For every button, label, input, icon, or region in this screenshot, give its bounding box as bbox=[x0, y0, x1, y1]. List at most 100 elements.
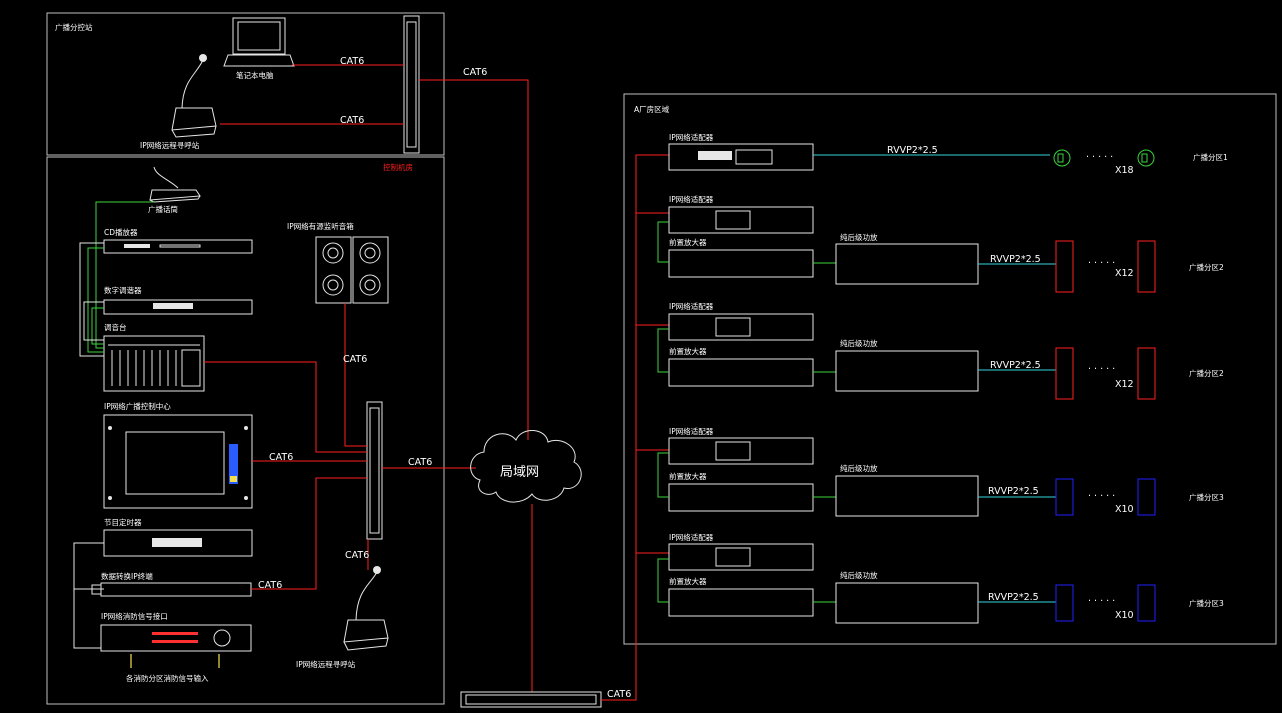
power-amp-label-3: 纯后级功放 bbox=[840, 463, 878, 473]
cable-label-6: CAT6 bbox=[258, 580, 282, 591]
broadcast-mic-icon bbox=[149, 166, 201, 203]
adapter-label-4: IP网络适配器 bbox=[669, 426, 714, 436]
cable-label-1: CAT6 bbox=[340, 56, 364, 67]
adapter-2 bbox=[668, 206, 814, 234]
broadcast-mic-label: 广播话筒 bbox=[148, 204, 178, 214]
paging-mic-top-label: IP网络远程寻呼站 bbox=[140, 140, 200, 150]
column-speaker-4b-icon bbox=[1137, 478, 1156, 516]
audio-adapter-preamp-1 bbox=[657, 221, 669, 263]
data-terminal-label: 数据转换IP终端 bbox=[101, 571, 153, 581]
program-timer-label: 节目定时器 bbox=[104, 517, 142, 527]
preamp-label-3: 前置放大器 bbox=[669, 471, 707, 481]
count-4: X10 bbox=[1115, 504, 1134, 515]
cable-mixer-switch bbox=[204, 361, 367, 453]
monitor-speaker-icon bbox=[315, 236, 389, 304]
lan-label: 局域网 bbox=[500, 465, 539, 480]
adapter-label-2: IP网络适配器 bbox=[669, 194, 714, 204]
preamp-3 bbox=[668, 483, 814, 512]
audio-tuner-mixer bbox=[91, 307, 104, 345]
audio-cd-mixer-2 bbox=[79, 242, 104, 357]
horn-speaker-1-icon bbox=[1053, 149, 1071, 167]
area-a-frame bbox=[623, 93, 1277, 645]
cable-label-5: CAT6 bbox=[269, 452, 293, 463]
laptop-icon bbox=[223, 17, 295, 67]
power-amp-label-2: 纯后级功放 bbox=[840, 338, 878, 348]
audio-adapter-preamp-2 bbox=[657, 328, 669, 373]
box-speaker-2b-icon bbox=[1137, 240, 1156, 293]
cable-label-2: CAT6 bbox=[340, 115, 364, 126]
power-amp-4 bbox=[835, 582, 979, 624]
rvvp-label-4: RVVP2*2.5 bbox=[988, 486, 1039, 497]
paging-mic-bottom-label: IP网络远程寻呼站 bbox=[296, 659, 356, 669]
zone-label-5: 广播分区3 bbox=[1189, 598, 1224, 608]
dots-3: · · · · · bbox=[1088, 364, 1115, 375]
branch-switch bbox=[403, 15, 420, 154]
core-switch bbox=[366, 401, 383, 540]
machine-room-title: 控制机房 bbox=[383, 162, 413, 172]
dots-1: · · · · · bbox=[1086, 152, 1113, 163]
digital-tuner bbox=[103, 299, 253, 315]
cable-branch-lan bbox=[419, 79, 529, 440]
audio-tuner-mixer-2 bbox=[83, 301, 104, 341]
dots-5: · · · · · bbox=[1088, 596, 1115, 607]
cable-label-3: CAT6 bbox=[463, 67, 487, 78]
mixer bbox=[103, 335, 205, 392]
box-speaker-3b-icon bbox=[1137, 347, 1156, 400]
cable-label-8: CAT6 bbox=[408, 457, 432, 468]
cable-label-9: CAT6 bbox=[607, 689, 631, 700]
count-1: X18 bbox=[1115, 165, 1134, 176]
data-terminal bbox=[91, 582, 252, 597]
audio-cd-mixer bbox=[87, 247, 104, 353]
box-speaker-2a-icon bbox=[1055, 240, 1074, 293]
preamp-1 bbox=[668, 249, 814, 278]
horn-speaker-2-icon bbox=[1137, 149, 1155, 167]
paging-mic-top-icon bbox=[171, 54, 217, 138]
mixer-label: 调音台 bbox=[104, 322, 127, 332]
adapter-3 bbox=[668, 313, 814, 341]
digital-tuner-label: 数字调谐器 bbox=[104, 285, 142, 295]
control-center-label: IP网络广播控制中心 bbox=[104, 401, 171, 411]
adapter-label-1: IP网络适配器 bbox=[669, 132, 714, 142]
count-3: X12 bbox=[1115, 379, 1134, 390]
adapter-label-3: IP网络适配器 bbox=[669, 301, 714, 311]
preamp-4 bbox=[668, 588, 814, 617]
cd-player-label: CD播放器 bbox=[104, 227, 138, 237]
audio-adapter-preamp-3 bbox=[657, 452, 669, 498]
zone-label-3: 广播分区2 bbox=[1189, 368, 1224, 378]
laptop-label: 笔记本电脑 bbox=[236, 70, 274, 80]
cable-monitor-switch bbox=[344, 303, 367, 447]
audio-adapter-preamp-4 bbox=[657, 558, 669, 603]
preamp-label-1: 前置放大器 bbox=[669, 237, 707, 247]
power-amp-1 bbox=[835, 243, 979, 285]
fire-interface-label: IP网络消防信号接口 bbox=[101, 611, 168, 621]
count-5: X10 bbox=[1115, 610, 1134, 621]
cable-bottom-switch-area bbox=[601, 154, 669, 701]
zone-label-2: 广播分区2 bbox=[1189, 262, 1224, 272]
adapter-label-5: IP网络适配器 bbox=[669, 532, 714, 542]
adapter-1 bbox=[668, 143, 814, 171]
adapter-5 bbox=[668, 543, 814, 571]
power-amp-2 bbox=[835, 350, 979, 392]
preamp-label-4: 前置放大器 bbox=[669, 576, 707, 586]
branch-station-title: 广播分控站 bbox=[55, 22, 93, 32]
power-amp-label-4: 纯后级功放 bbox=[840, 570, 878, 580]
rvvp-label-3: RVVP2*2.5 bbox=[990, 360, 1041, 371]
cd-player bbox=[103, 239, 253, 254]
column-speaker-5a-icon bbox=[1055, 584, 1074, 622]
bottom-switch bbox=[460, 691, 602, 708]
adapter-4 bbox=[668, 437, 814, 465]
dots-4: · · · · · bbox=[1088, 491, 1115, 502]
machine-room-frame bbox=[46, 156, 445, 705]
cable-label-4: CAT6 bbox=[343, 354, 367, 365]
column-speaker-4a-icon bbox=[1055, 478, 1074, 516]
rvvp-label-1: RVVP2*2.5 bbox=[887, 145, 938, 156]
lan-cloud-icon bbox=[470, 430, 582, 503]
dots-2: · · · · · bbox=[1088, 258, 1115, 269]
column-speaker-5b-icon bbox=[1137, 584, 1156, 622]
zone-label-1: 广播分区1 bbox=[1193, 152, 1228, 162]
audio-mic-mixer bbox=[95, 201, 154, 349]
preamp-label-2: 前置放大器 bbox=[669, 346, 707, 356]
cable-terminal-switch bbox=[251, 477, 367, 590]
rvvp-label-5: RVVP2*2.5 bbox=[988, 592, 1039, 603]
